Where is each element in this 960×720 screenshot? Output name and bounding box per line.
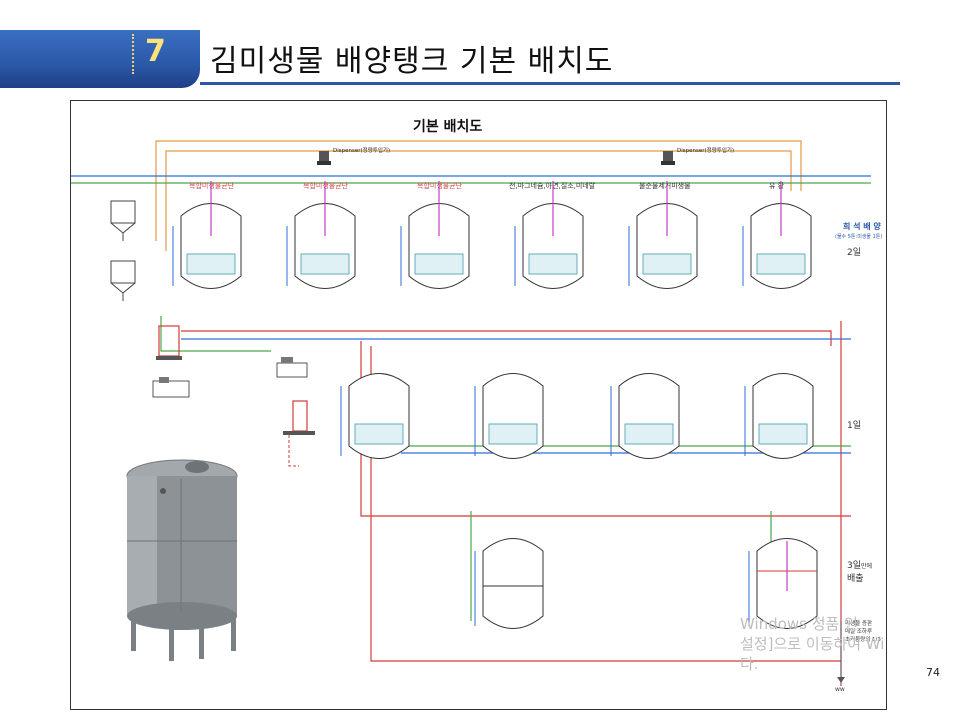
section-number-divider	[132, 34, 136, 74]
tank-row-3day	[474, 538, 818, 629]
dilution-subtitle: (물수 5톤:미생물 1톤)	[835, 233, 882, 240]
fermenter-tank	[172, 181, 242, 289]
tank-row-2day	[172, 181, 812, 289]
note-line-3: 초기물량의 1/3	[845, 635, 881, 643]
fermenter-tank	[742, 181, 812, 289]
discharge-label: 배출	[847, 573, 864, 584]
day-2-label: 2일	[847, 247, 861, 258]
fermenter-tank	[340, 373, 410, 459]
dispenser-left: Dispenser(정량투입기)	[317, 146, 390, 165]
small-tank-upper	[110, 200, 136, 241]
outlet-label: ww	[835, 686, 845, 693]
tank-row-1day	[340, 373, 814, 459]
piping-diagram: 기본 배치도 Dispenser(정량투입기) D	[71, 119, 882, 693]
fermenter-tank	[628, 181, 698, 289]
fermenter-tank	[286, 181, 356, 289]
section-number: 7	[145, 34, 166, 69]
outlet-pipe: ww	[835, 621, 845, 693]
note-line-2: 매일 조하루	[845, 627, 872, 635]
tank-label-4: 천,마그네슘,아연,질소,미네랄	[509, 181, 596, 190]
dispenser-label: Dispenser(정량투입기)	[677, 146, 734, 154]
dispenser-right: Dispenser(정량투입기)	[661, 146, 734, 165]
tank-label-6: 유 황	[769, 181, 785, 190]
tank-label-1: 복합미생물균단	[189, 181, 235, 190]
fermenter-tank	[748, 538, 818, 629]
day-1-label: 1일	[847, 420, 861, 431]
fermenter-tank	[610, 373, 680, 459]
windows-activation-watermark: Windows 정품 인 설정]으로 이동하여 Wi 다.	[740, 615, 885, 673]
page-title: 김미생물 배양탱크 기본 배치도	[210, 44, 614, 79]
fermenter-tank	[400, 181, 470, 289]
page-number: 74	[926, 666, 940, 679]
blower-unit-middle	[276, 357, 315, 467]
dilution-title: 희 석 배 양	[843, 221, 881, 231]
tank-label-3: 복합미생물균단	[417, 181, 463, 190]
fermenter-tank	[514, 181, 584, 289]
diagram-frame: 기본 배치도 Dispenser(정량투입기) D	[70, 100, 887, 710]
blower-unit-left	[152, 325, 190, 398]
tank-3d-render	[126, 459, 238, 661]
fermenter-tank	[474, 373, 544, 459]
note-line-1: 미생물 증판	[845, 619, 872, 627]
diagram-title: 기본 배치도	[413, 119, 482, 135]
tank-label-2: 복합미생물균단	[303, 181, 349, 190]
section-header-band	[0, 30, 200, 88]
fermenter-tank	[474, 538, 544, 629]
fermenter-tank	[744, 373, 814, 459]
small-tank-lower	[110, 260, 136, 301]
dispenser-label: Dispenser(정량투입기)	[333, 146, 390, 154]
day-3-label: 3일만에	[847, 560, 872, 571]
header-underline	[200, 82, 900, 85]
tank-label-5: 불순물제거미생물	[639, 181, 691, 190]
